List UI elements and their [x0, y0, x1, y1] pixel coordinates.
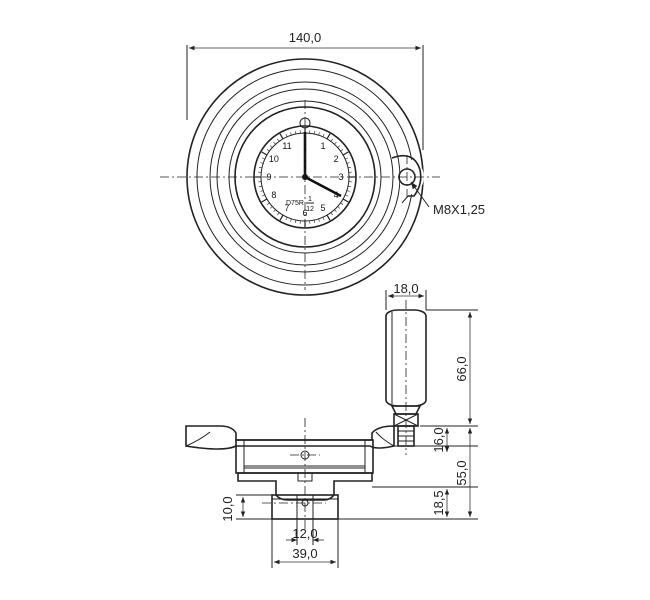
- dial-tick: [258, 185, 263, 188]
- dial-tick: [266, 202, 270, 205]
- dial-tick: [346, 162, 350, 164]
- dial-tick: [345, 157, 349, 160]
- handle-boss-outline: [391, 154, 422, 197]
- dial-tick: [279, 214, 284, 221]
- dimension-hub-height: 18,5: [431, 490, 446, 515]
- dial-number: 6: [302, 208, 307, 218]
- dial-tick: [273, 209, 276, 213]
- dial-fraction-bottom: 12: [306, 206, 314, 213]
- dial-tick: [261, 198, 268, 203]
- rim-groove-left: [185, 431, 211, 447]
- dial-tick: [330, 138, 333, 142]
- dial-tick: [342, 198, 349, 203]
- dial-fraction-top: 1: [308, 196, 312, 203]
- dial-tick: [290, 218, 292, 222]
- dial-ticks: [255, 127, 355, 227]
- dial-tick: [260, 190, 264, 192]
- dial-tick: [269, 145, 273, 148]
- dial-model-label: D75R: [286, 200, 304, 207]
- thread-callout: M8X1,25: [433, 202, 485, 217]
- dial-tick: [334, 209, 337, 213]
- dimension-handle-height: 66,0: [454, 356, 469, 381]
- dial-tick: [260, 162, 264, 164]
- dial-tick: [318, 218, 320, 222]
- dial-tick: [340, 149, 344, 152]
- dial-tick: [294, 219, 297, 224]
- dial-number: 5: [320, 203, 325, 213]
- hour-hand: [304, 175, 342, 198]
- dial-tick: [258, 166, 263, 169]
- rim-section: [185, 425, 395, 450]
- dial-number: 3: [338, 172, 343, 182]
- dimension-hub-step: 16,0: [431, 427, 446, 452]
- thread-leader: [410, 181, 430, 208]
- dial-tick: [347, 166, 352, 169]
- dial-tick: [318, 132, 320, 136]
- dial-number: 1: [320, 141, 325, 151]
- dimension-total-height: 55,0: [454, 460, 469, 485]
- dial-tick: [346, 190, 350, 192]
- dial-number: 4: [334, 190, 339, 200]
- dial-tick: [347, 185, 352, 188]
- dimension-handle-width: 18,0: [393, 281, 418, 296]
- dial-number: 11: [282, 141, 291, 151]
- dial-number: 7: [284, 203, 289, 213]
- dial-tick: [326, 214, 331, 221]
- dial-tick: [345, 194, 349, 197]
- dial-tick: [294, 130, 297, 135]
- dial-number: 10: [269, 154, 279, 164]
- dial-tick: [313, 219, 316, 224]
- dial-tick: [279, 133, 284, 140]
- dial-tick: [322, 217, 325, 221]
- dial-tick: [261, 194, 265, 197]
- dial-tick: [277, 212, 280, 216]
- dial-tick: [261, 151, 268, 156]
- dial-tick: [342, 151, 349, 156]
- dial-tick: [285, 217, 288, 221]
- dial-tick: [330, 212, 333, 216]
- dial-tick: [340, 202, 344, 205]
- dimension-hole-diameter: 12,0: [292, 526, 317, 541]
- dial-tick: [273, 141, 276, 145]
- dial-tick: [261, 157, 265, 160]
- dial-tick: [269, 206, 273, 209]
- rim-groove-right: [375, 431, 395, 447]
- dial-tick: [334, 141, 337, 145]
- dial-tick: [326, 133, 331, 140]
- dial-number: 2: [334, 154, 339, 164]
- dial-tick: [313, 130, 316, 135]
- dial-tick: [277, 138, 280, 142]
- dimension-hole-offset: 10,0: [220, 496, 235, 521]
- dial-tick: [290, 132, 292, 136]
- dimension-hub-diameter: 39,0: [292, 546, 317, 561]
- dial-tick: [285, 133, 288, 137]
- side-view: 18,0 66,0 16,0 55,0 18,5 10,0 12,0: [185, 281, 478, 568]
- dial-tick: [322, 133, 325, 137]
- dial-number: 8: [271, 190, 276, 200]
- dial-tick: [337, 206, 341, 209]
- dial-tick: [337, 145, 341, 148]
- dial-tick: [266, 149, 270, 152]
- dimension-overall-diameter: 140,0: [289, 30, 322, 45]
